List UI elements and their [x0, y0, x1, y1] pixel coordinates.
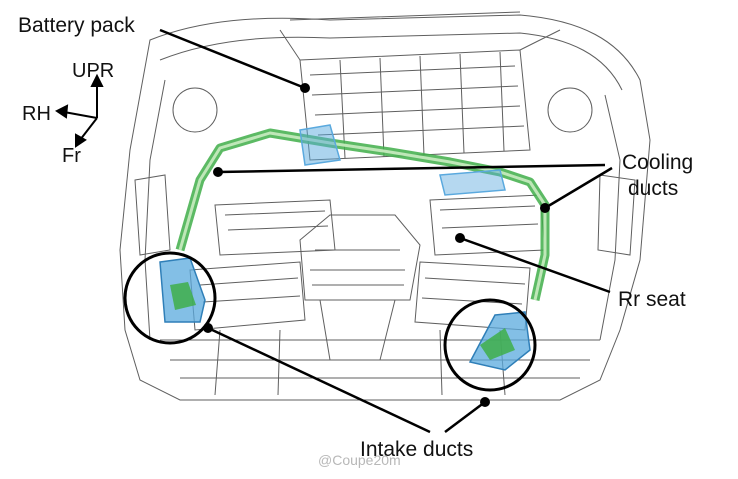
cooling-duct-shape [175, 124, 550, 301]
dot-rr-seat [455, 233, 465, 243]
dot-battery-pack [300, 83, 310, 93]
leader-lines [159, 28, 613, 434]
dot-cooling-right [540, 203, 550, 213]
axis-label-rh: RH [22, 103, 51, 125]
axis-fr-line [79, 117, 98, 141]
dot-cooling-left [213, 167, 223, 177]
leader-line-cooling-left [217, 163, 606, 174]
intake-duct-right-shape [468, 311, 531, 371]
watermark-text: @Coupe20m [318, 452, 401, 468]
leader-line-rr-seat [459, 236, 611, 294]
leader-line-intake-left [207, 326, 431, 434]
leader-line-intake-right [444, 401, 486, 433]
label-intake-ducts: Intake ducts [360, 438, 474, 461]
body-structure [119, 11, 651, 401]
axis-rh-arrow-icon [55, 104, 69, 119]
leader-line-battery-pack [159, 28, 306, 90]
axis-label-fr: Fr [62, 145, 81, 167]
intake-duct-left-shape [159, 257, 206, 323]
dot-intake-left [203, 323, 213, 333]
intake-callout-circle-left [123, 251, 217, 345]
leader-line-cooling-right [544, 166, 613, 210]
dot-intake-right [480, 397, 490, 407]
axis-fr-arrow-icon [75, 133, 87, 148]
axis-up-arrow-icon [90, 73, 104, 87]
leader-dots [203, 83, 550, 407]
label-battery-pack: Battery pack [18, 14, 135, 37]
axis-rh-line [63, 111, 98, 119]
label-cooling-ducts-line1: Cooling [622, 151, 694, 174]
label-rr-seat: Rr seat [618, 288, 686, 311]
label-cooling-ducts-line2: ducts [628, 177, 679, 200]
axis-label-upr: UPR [72, 60, 115, 82]
intake-callout-circle-right [443, 298, 537, 392]
orientation-axes [55, 73, 104, 148]
